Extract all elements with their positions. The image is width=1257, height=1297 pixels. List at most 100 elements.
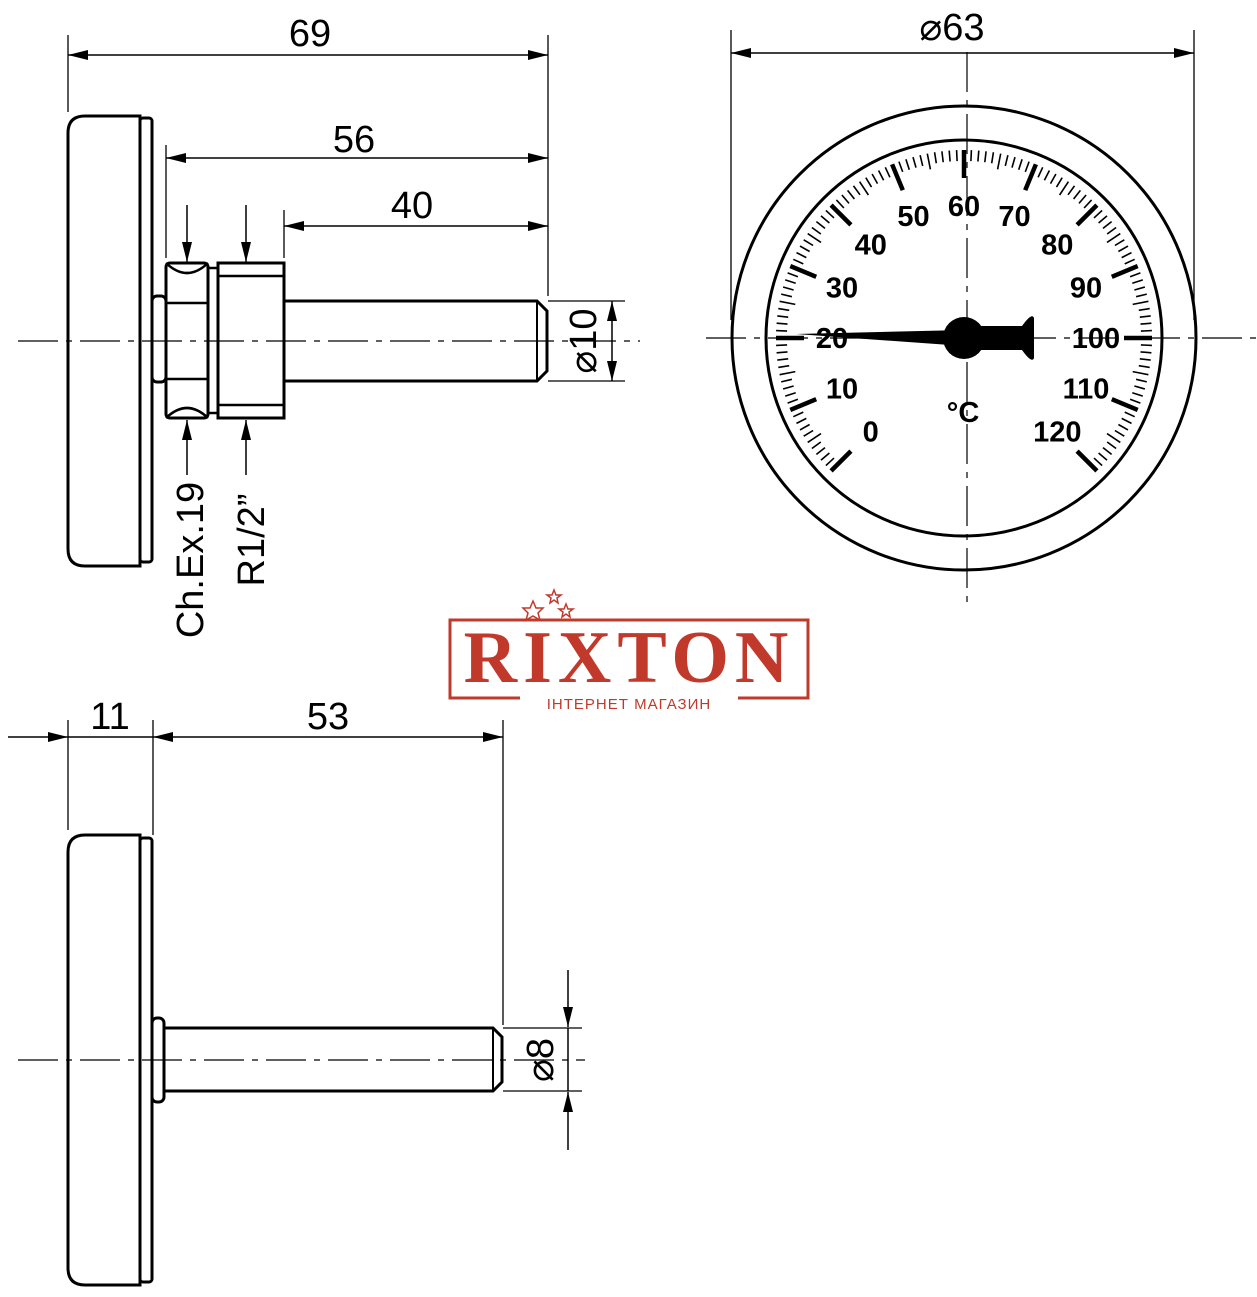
minor-tick xyxy=(781,378,793,383)
dim-label-69: 69 xyxy=(289,13,331,55)
minor-tick xyxy=(1134,385,1146,390)
label-thread: R1/2” xyxy=(231,494,273,587)
minor-tick xyxy=(1106,432,1121,444)
minor-tick xyxy=(1140,351,1152,354)
minor-tick xyxy=(799,245,810,253)
minor-tick xyxy=(955,150,958,162)
hex-nut xyxy=(164,261,218,420)
minor-tick xyxy=(807,432,822,444)
scale-label: 10 xyxy=(826,374,858,406)
minor-tick xyxy=(811,441,822,450)
minor-tick xyxy=(948,150,951,162)
minor-tick xyxy=(1037,166,1044,178)
minor-tick xyxy=(1118,245,1129,253)
logo-stars xyxy=(521,587,576,622)
minor-tick xyxy=(1140,329,1152,332)
minor-tick xyxy=(777,358,789,361)
minor-tick xyxy=(1093,457,1103,467)
minor-tick xyxy=(799,423,810,431)
top-collar xyxy=(150,294,168,384)
minor-tick xyxy=(926,153,932,170)
label-hex-size: Ch.Ex.19 xyxy=(170,482,212,638)
minor-tick xyxy=(1121,251,1132,259)
dial-unit-label: °C xyxy=(947,397,980,429)
dim-label-dia8: ⌀8 xyxy=(520,1038,562,1082)
minor-tick xyxy=(1055,177,1063,188)
scale-label: 0 xyxy=(863,416,879,448)
major-tick xyxy=(789,397,818,412)
minor-tick xyxy=(977,150,980,162)
major-tick xyxy=(1075,449,1099,473)
minor-tick xyxy=(1106,232,1121,244)
scale-label: 120 xyxy=(1033,416,1081,448)
minor-tick xyxy=(779,370,796,376)
minor-tick xyxy=(820,215,830,224)
minor-tick xyxy=(871,173,879,184)
major-tick xyxy=(1075,203,1099,227)
scale-label: 20 xyxy=(816,323,848,355)
scale-label: 60 xyxy=(948,191,980,223)
minor-tick xyxy=(815,220,826,230)
minor-tick xyxy=(796,417,807,425)
minor-tick xyxy=(825,209,835,219)
scale-label: 50 xyxy=(897,201,929,233)
scale-label: 100 xyxy=(1072,323,1120,355)
minor-tick xyxy=(1132,370,1149,376)
minor-tick xyxy=(811,226,822,235)
minor-tick xyxy=(1121,417,1132,425)
major-tick xyxy=(1110,264,1139,279)
minor-tick xyxy=(784,391,796,397)
minor-tick xyxy=(803,429,814,437)
minor-tick xyxy=(1132,300,1149,306)
minor-tick xyxy=(1102,220,1113,230)
minor-tick xyxy=(852,185,861,196)
minor-tick xyxy=(846,189,856,200)
minor-tick xyxy=(1138,307,1150,312)
minor-tick xyxy=(778,364,790,369)
minor-tick xyxy=(1114,239,1125,247)
minor-tick xyxy=(835,199,845,209)
minor-tick xyxy=(1098,215,1108,224)
minor-tick xyxy=(1093,209,1103,219)
minor-tick xyxy=(782,385,794,390)
minor-tick xyxy=(898,161,904,173)
minor-tick xyxy=(1106,441,1117,450)
minor-tick xyxy=(1129,398,1141,404)
dim-label-11: 11 xyxy=(90,696,129,738)
logo-subtitle: ІНТЕРНЕТ МАГАЗИН xyxy=(547,696,711,713)
minor-tick xyxy=(776,344,788,347)
minor-tick xyxy=(1017,158,1023,170)
minor-tick xyxy=(865,177,873,188)
minor-tick xyxy=(1138,364,1150,369)
minor-tick xyxy=(984,151,987,163)
minor-tick xyxy=(1067,185,1076,196)
minor-tick xyxy=(1072,189,1082,200)
minor-tick xyxy=(941,151,944,163)
scale-label: 90 xyxy=(1070,273,1102,305)
minor-tick xyxy=(970,150,973,162)
scale-label: 30 xyxy=(826,273,858,305)
minor-tick xyxy=(1078,194,1087,204)
minor-tick xyxy=(778,307,790,312)
minor-tick xyxy=(815,446,826,456)
top-case-rim xyxy=(138,116,154,564)
dim-label-56: 56 xyxy=(333,119,375,161)
minor-tick xyxy=(825,457,835,467)
minor-tick xyxy=(776,329,788,332)
minor-tick xyxy=(877,170,885,181)
logo: RIXTON ІНТЕРНЕТ МАГАЗИН xyxy=(448,587,810,714)
minor-tick xyxy=(776,351,788,354)
minor-tick xyxy=(792,411,804,418)
minor-tick xyxy=(803,239,814,247)
minor-tick xyxy=(990,152,995,164)
minor-tick xyxy=(784,279,796,285)
minor-tick xyxy=(1135,293,1147,298)
minor-tick xyxy=(912,156,917,168)
dial-outer-ring xyxy=(730,104,1198,572)
dim-label-53: 53 xyxy=(307,696,349,738)
minor-tick xyxy=(858,181,870,196)
major-tick xyxy=(890,163,905,192)
major-tick xyxy=(829,203,853,227)
